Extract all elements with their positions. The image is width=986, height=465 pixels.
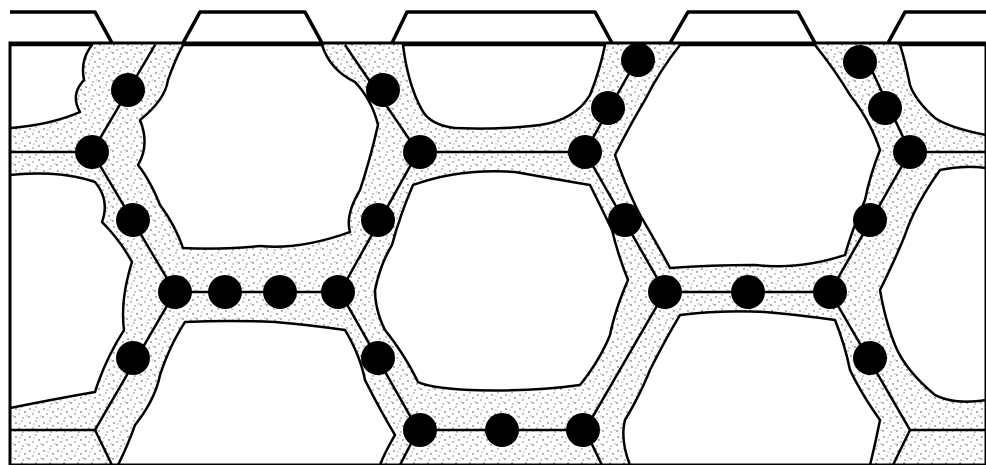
- node: [403, 413, 437, 447]
- node: [485, 413, 519, 447]
- node: [608, 203, 642, 237]
- hex-cell: [138, 45, 378, 249]
- node: [366, 73, 400, 107]
- node: [843, 45, 877, 79]
- node: [361, 203, 395, 237]
- node: [853, 341, 887, 375]
- node: [731, 275, 765, 309]
- node: [813, 275, 847, 309]
- node: [263, 275, 297, 309]
- node: [621, 43, 655, 77]
- node: [868, 91, 902, 125]
- node: [116, 341, 150, 375]
- node: [568, 135, 602, 169]
- hex-cell: [375, 171, 628, 390]
- node: [403, 135, 437, 169]
- node: [893, 135, 927, 169]
- node: [361, 341, 395, 375]
- node: [648, 275, 682, 309]
- node: [566, 413, 600, 447]
- node: [158, 275, 192, 309]
- node: [116, 203, 150, 237]
- node: [591, 91, 625, 125]
- node: [321, 275, 355, 309]
- node: [208, 275, 242, 309]
- node: [853, 203, 887, 237]
- node: [111, 73, 145, 107]
- node: [75, 135, 109, 169]
- trapezoid-profile: [10, 12, 986, 43]
